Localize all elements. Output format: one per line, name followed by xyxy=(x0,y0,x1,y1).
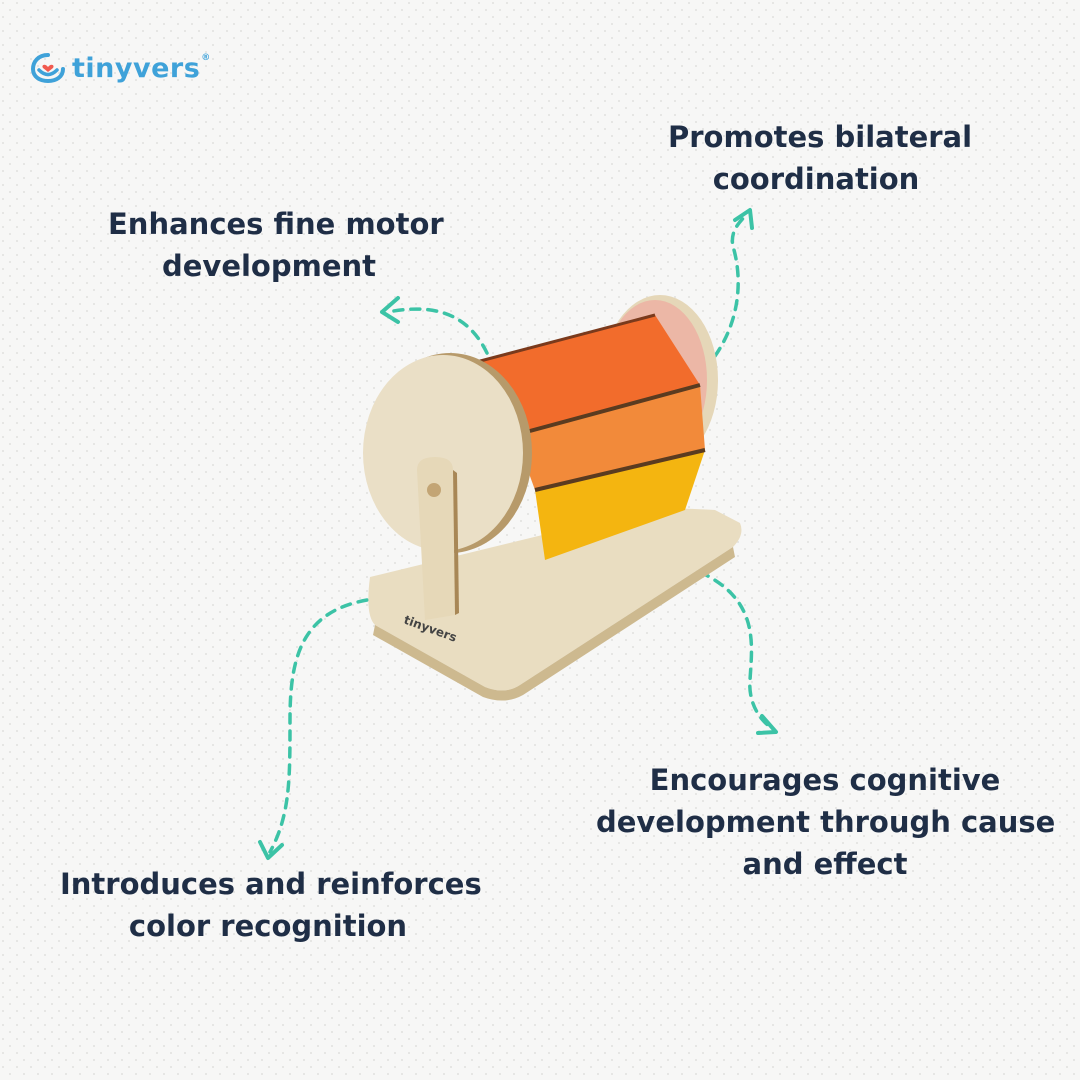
feature-line: Encourages cognitive xyxy=(649,763,1001,797)
spinning-drum-toy-icon: tinyvers xyxy=(363,295,742,701)
brand-logo[interactable]: tinyvers® xyxy=(30,52,211,84)
feature-line: coordination xyxy=(712,162,920,196)
feature-line: development xyxy=(161,249,377,283)
feature-cognitive: Encourages cognitive development through… xyxy=(596,759,1056,885)
feature-line: Promotes bilateral xyxy=(668,120,973,154)
feature-line: and effect xyxy=(742,847,908,881)
feature-bilateral: Promotes bilateral coordination xyxy=(668,116,973,200)
brand-name: tinyvers® xyxy=(72,52,211,84)
feature-color-recognition: Introduces and reinforces color recognit… xyxy=(60,863,482,947)
feature-line: development through cause xyxy=(596,805,1056,839)
smiley-heart-logo-icon xyxy=(30,53,65,84)
feature-line: Enhances fine motor xyxy=(108,207,444,241)
feature-fine-motor: Enhances fine motor development xyxy=(108,203,444,287)
feature-line: color recognition xyxy=(128,909,408,943)
feature-line: Introduces and reinforces xyxy=(60,867,482,901)
